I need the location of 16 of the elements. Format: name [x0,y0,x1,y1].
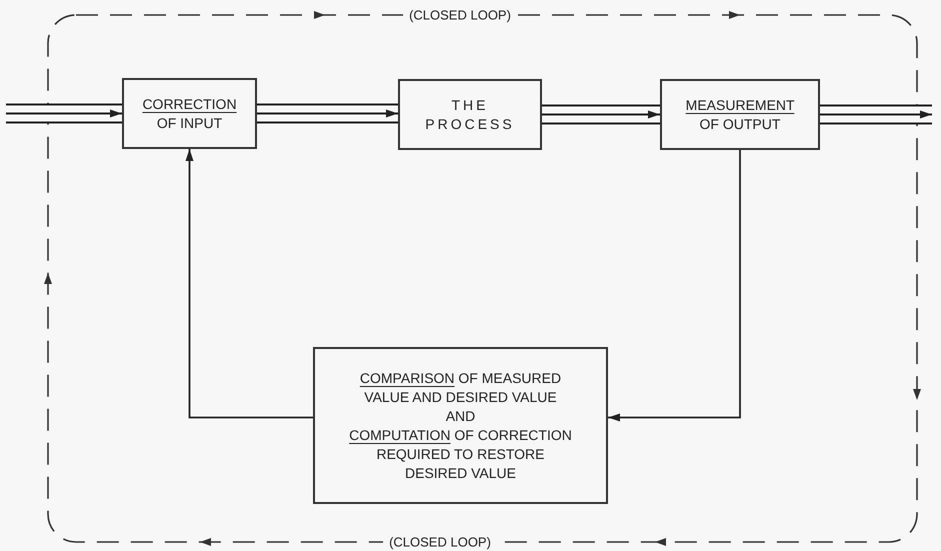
process-box [660,79,820,150]
box-text: COMPARISON OF MEASURED VALUE AND DESIRED VALUE [358,368,562,406]
pipe-arrow [820,104,932,124]
process-box [313,347,608,504]
arrow [186,149,313,418]
pipe-arrow [542,104,660,124]
pipe-arrow [6,104,122,124]
box-text: MEASUREMENT OF OUTPUT [684,96,796,134]
box-text: COMPUTATION OF CORRECTION REQUIRED TO RESTORE DESIRED VALUE [348,426,573,482]
box-text: CORRECTION OF INPUT [141,94,238,132]
box-text: THE PROCESS [425,96,515,134]
arrow [608,150,741,422]
process-box [398,79,542,150]
pipe-arrow [257,104,398,124]
process-box [122,78,257,149]
box-text: AND [444,406,476,426]
